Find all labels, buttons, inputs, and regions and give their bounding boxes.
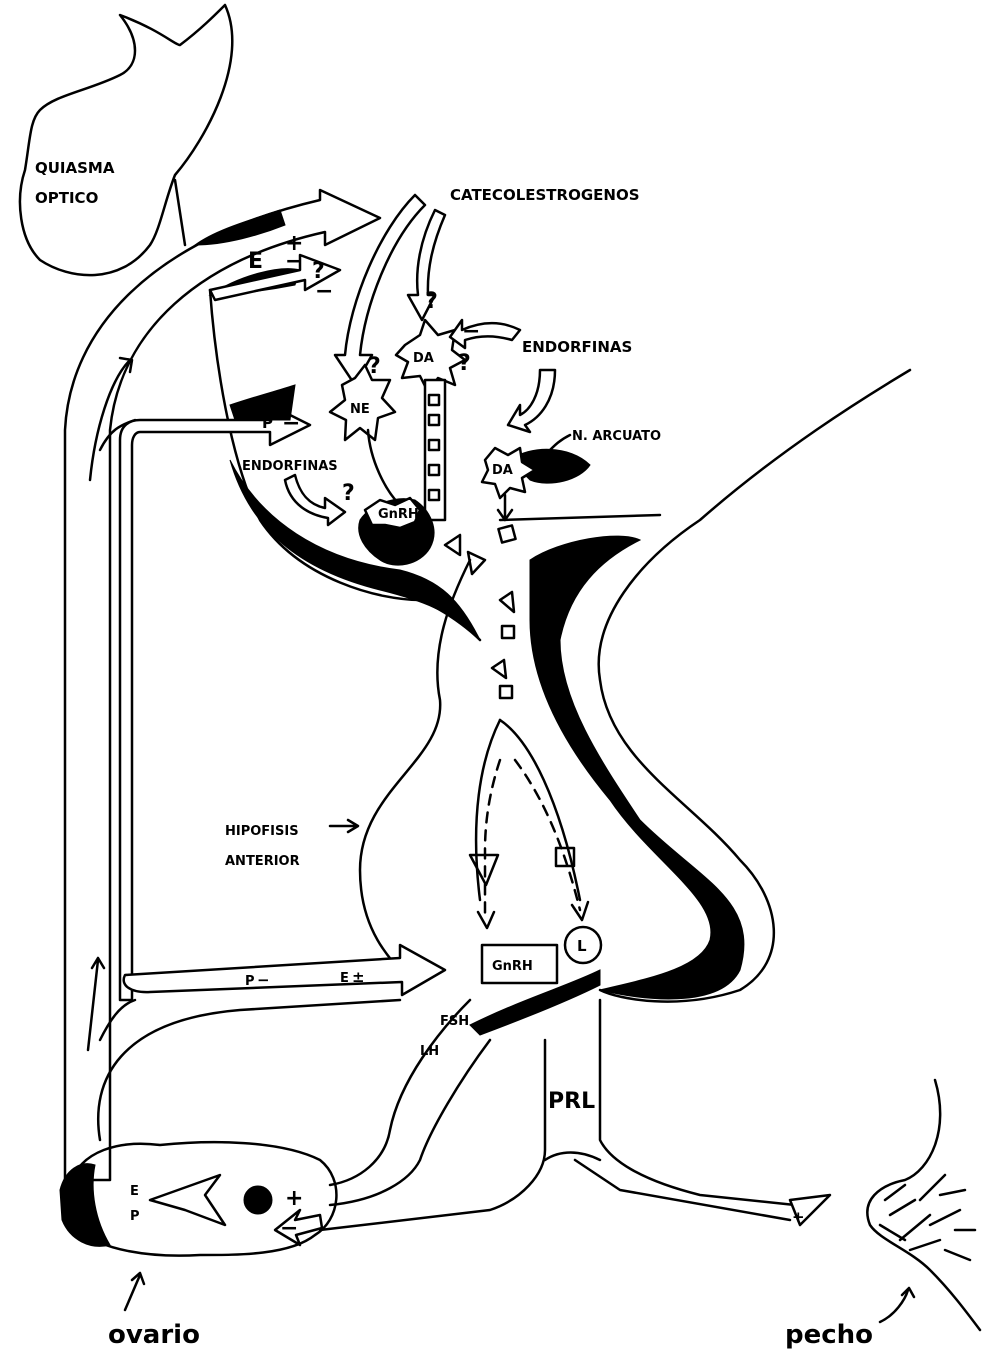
- chiasm-stalk-line: [175, 180, 185, 245]
- endorfinas-left-arrow: [285, 475, 345, 525]
- endorfinas-right-label: ENDORFINAS: [522, 338, 632, 356]
- ovario-pointer: [125, 1273, 144, 1310]
- square-granule-2: [502, 626, 514, 638]
- catecolestrogenos-label: CATECOLESTROGENOS: [450, 186, 640, 204]
- optico-label: OPTICO: [35, 189, 98, 207]
- endorfinas-right-arrow-down: [508, 370, 555, 432]
- optic-chiasm-outline: [20, 5, 232, 275]
- stalk-inner-line: [500, 720, 580, 900]
- dashed-arrow-to-gnrh-head: [478, 912, 494, 928]
- breast-outline: [867, 1080, 980, 1330]
- pituitary-left-outline: [360, 560, 470, 980]
- prl-label: PRL: [548, 1089, 595, 1114]
- ovary-to-pituitary-loop: [98, 1000, 400, 1140]
- minus-pb-label: −: [257, 971, 270, 989]
- prl-path-right: [600, 1000, 795, 1205]
- pecho-label: pecho: [785, 1320, 873, 1349]
- p-label: P: [262, 414, 273, 432]
- gnrh-box-label: GnRH: [492, 959, 533, 974]
- ne-label: NE: [350, 402, 370, 417]
- minus-endo-r-label: −: [462, 319, 480, 344]
- fsh-lh-path-right: [330, 1040, 490, 1205]
- minus-ovary-label: −: [280, 1216, 298, 1241]
- da-upper-label: DA: [413, 351, 434, 366]
- ovario-label: ovario: [108, 1320, 200, 1349]
- q-endo-label: ?: [342, 481, 355, 506]
- hipofisis-pointer-arrow: [330, 820, 358, 832]
- endorfinas-left-label: ENDORFINAS: [242, 459, 338, 474]
- breast-ducts: [880, 1175, 975, 1260]
- triangle-granule-4: [492, 660, 506, 678]
- square-granule-3: [500, 686, 512, 698]
- e-top-label: E: [248, 249, 263, 274]
- endorfinas-right-arrow-left: [450, 320, 520, 348]
- fsh-label: FSH: [440, 1014, 469, 1029]
- ovary-follicle: [244, 1186, 272, 1214]
- anterior-label: ANTERIOR: [225, 854, 300, 869]
- pecho-pointer: [880, 1288, 914, 1322]
- posterior-pituitary-outline: [599, 370, 910, 1002]
- hipofisis-label: HIPOFISIS: [225, 824, 299, 839]
- lh-label: LH: [420, 1044, 439, 1059]
- dashed-arrow-to-l: [515, 760, 580, 910]
- triangle-granule-1: [445, 535, 460, 555]
- da-lower-label: DA: [492, 463, 513, 478]
- e-bottom-label: E: [340, 971, 349, 986]
- l-label: L: [577, 937, 587, 955]
- minus-q-label: −: [315, 279, 333, 304]
- minus-p-label: −: [282, 411, 300, 436]
- posterior-pituitary-shading: [530, 536, 744, 999]
- square-granule-1: [498, 525, 515, 542]
- n-arcuato-pointer: [550, 435, 570, 450]
- quiasma-label: QUIASMA: [35, 159, 115, 177]
- gnrh-neuron-label: GnRH: [378, 507, 419, 522]
- pm-bottom-label: ±: [352, 968, 365, 986]
- n-arcuato-label: N. ARCUATO: [572, 429, 661, 444]
- p-bottom-label: P: [245, 974, 255, 989]
- triangle-granule-3: [500, 592, 514, 612]
- q-da1-label: ?: [425, 289, 438, 314]
- ne-axon: [368, 430, 400, 505]
- ovary-p-label: P: [130, 1209, 140, 1224]
- plus-pecho-label: +: [792, 1208, 805, 1226]
- plus-ovary-label: +: [285, 1186, 303, 1211]
- q-ne-label: ?: [368, 354, 381, 379]
- ovary-e-label: E: [130, 1184, 139, 1199]
- estrogen-feedback-arrow: [65, 190, 380, 1180]
- progesterone-feedback-arrow: [120, 405, 310, 1000]
- triangle-granule-2: [468, 552, 485, 574]
- q-da2-label: ?: [458, 351, 471, 376]
- median-eminence-line: [500, 515, 660, 520]
- bottom-feedback-arrow: [124, 945, 445, 995]
- ovary-inner-arrow: [150, 1175, 225, 1225]
- prl-fork: [545, 1153, 600, 1161]
- dashed-arrow-to-gnrh: [485, 760, 500, 920]
